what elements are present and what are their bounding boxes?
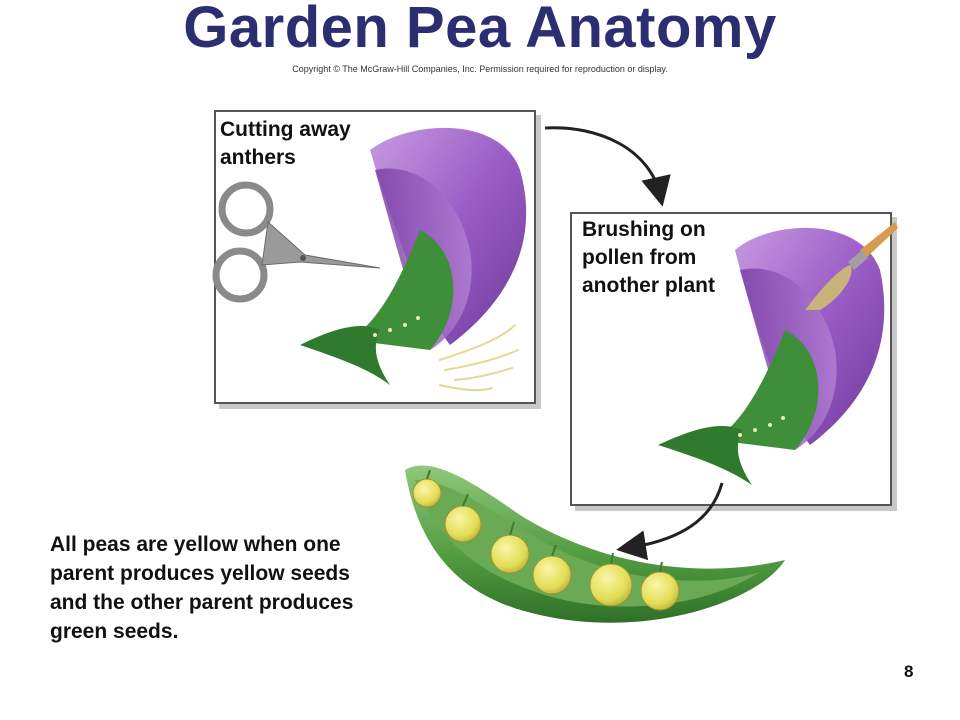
copyright-notice: Copyright © The McGraw-Hill Companies, I… — [292, 64, 668, 74]
panel-2-label: Brushing on pollen from another plant — [582, 218, 716, 297]
pea-2 — [444, 505, 482, 543]
flower-1 — [300, 127, 527, 392]
page-number: 8 — [904, 662, 914, 681]
pea-6 — [640, 571, 680, 611]
pea-5 — [589, 563, 633, 607]
pea-1 — [412, 478, 442, 508]
peas — [412, 478, 680, 611]
scissors-icon — [212, 181, 381, 303]
pea-4 — [532, 555, 572, 595]
pea-pod — [405, 465, 785, 623]
arrow-to-pod — [616, 482, 724, 561]
pea-3 — [490, 534, 530, 574]
arrow-to-pollination — [544, 126, 671, 207]
caption-text: All peas are yellow when one parent prod… — [50, 533, 354, 643]
page-title: Garden Pea Anatomy — [183, 0, 777, 60]
paintbrush-icon — [805, 222, 898, 310]
panel-1-label: Cutting away anthers — [220, 118, 351, 169]
